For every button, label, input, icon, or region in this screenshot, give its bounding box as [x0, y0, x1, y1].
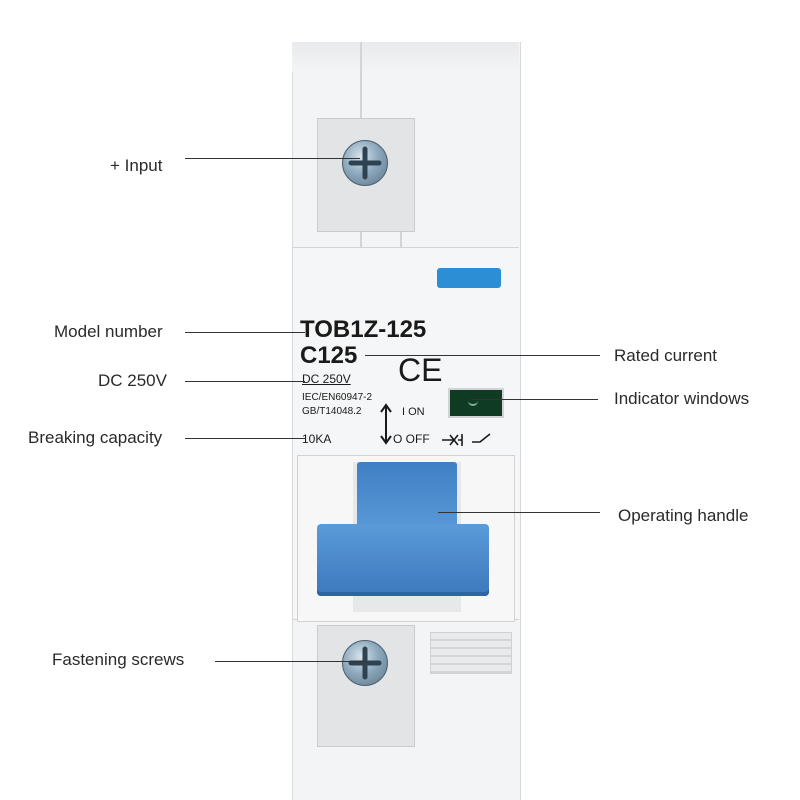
callout-line-screws [215, 661, 365, 662]
indicator-glyph [468, 396, 478, 406]
voltage-label: DC 250V [302, 372, 351, 386]
callout-input: + Input [110, 156, 163, 175]
screw-icon [348, 146, 382, 180]
screw-icon [348, 646, 382, 680]
breaker-symbol-icon [442, 433, 491, 446]
capacity-label: 10KA [302, 432, 332, 446]
callout-line-rated [365, 355, 600, 356]
ce-mark: CE [398, 352, 443, 388]
callout-dc-voltage: DC 250V [98, 371, 167, 390]
callout-line-input [185, 158, 360, 159]
callout-rated-current: Rated current [614, 346, 717, 365]
callout-fastening-screws: Fastening screws [52, 650, 185, 669]
callout-line-model [185, 332, 305, 333]
housing-divider [292, 247, 519, 248]
callout-model-number: Model number [54, 322, 163, 341]
callout-breaking-capacity: Breaking capacity [28, 428, 163, 447]
callout-line-voltage [185, 381, 305, 382]
model-label: TOB1Z-125 [300, 316, 427, 343]
fastening-screw[interactable] [342, 640, 388, 686]
on-label: I ON [402, 406, 425, 418]
din-clip-ribs [430, 632, 512, 674]
on-off-arrow-icon [380, 403, 392, 445]
blue-marker [437, 268, 501, 288]
indicator-window [448, 388, 504, 418]
standard-label-1: IEC/EN60947-2 [302, 392, 373, 403]
input-terminal-screw[interactable] [342, 140, 388, 186]
standard-label-2: GB/T14048.2 [302, 406, 362, 417]
callout-line-indicator [470, 399, 598, 400]
callout-line-capacity [185, 438, 305, 439]
callout-operating-handle: Operating handle [618, 506, 749, 525]
rating-label: C125 [300, 342, 358, 369]
operating-handle[interactable] [317, 524, 489, 596]
housing-top-shade [292, 42, 519, 72]
operating-handle-lever[interactable] [357, 462, 457, 532]
off-label: O OFF [393, 432, 430, 446]
callout-indicator-windows: Indicator windows [614, 389, 750, 408]
callout-line-handle [438, 512, 600, 513]
